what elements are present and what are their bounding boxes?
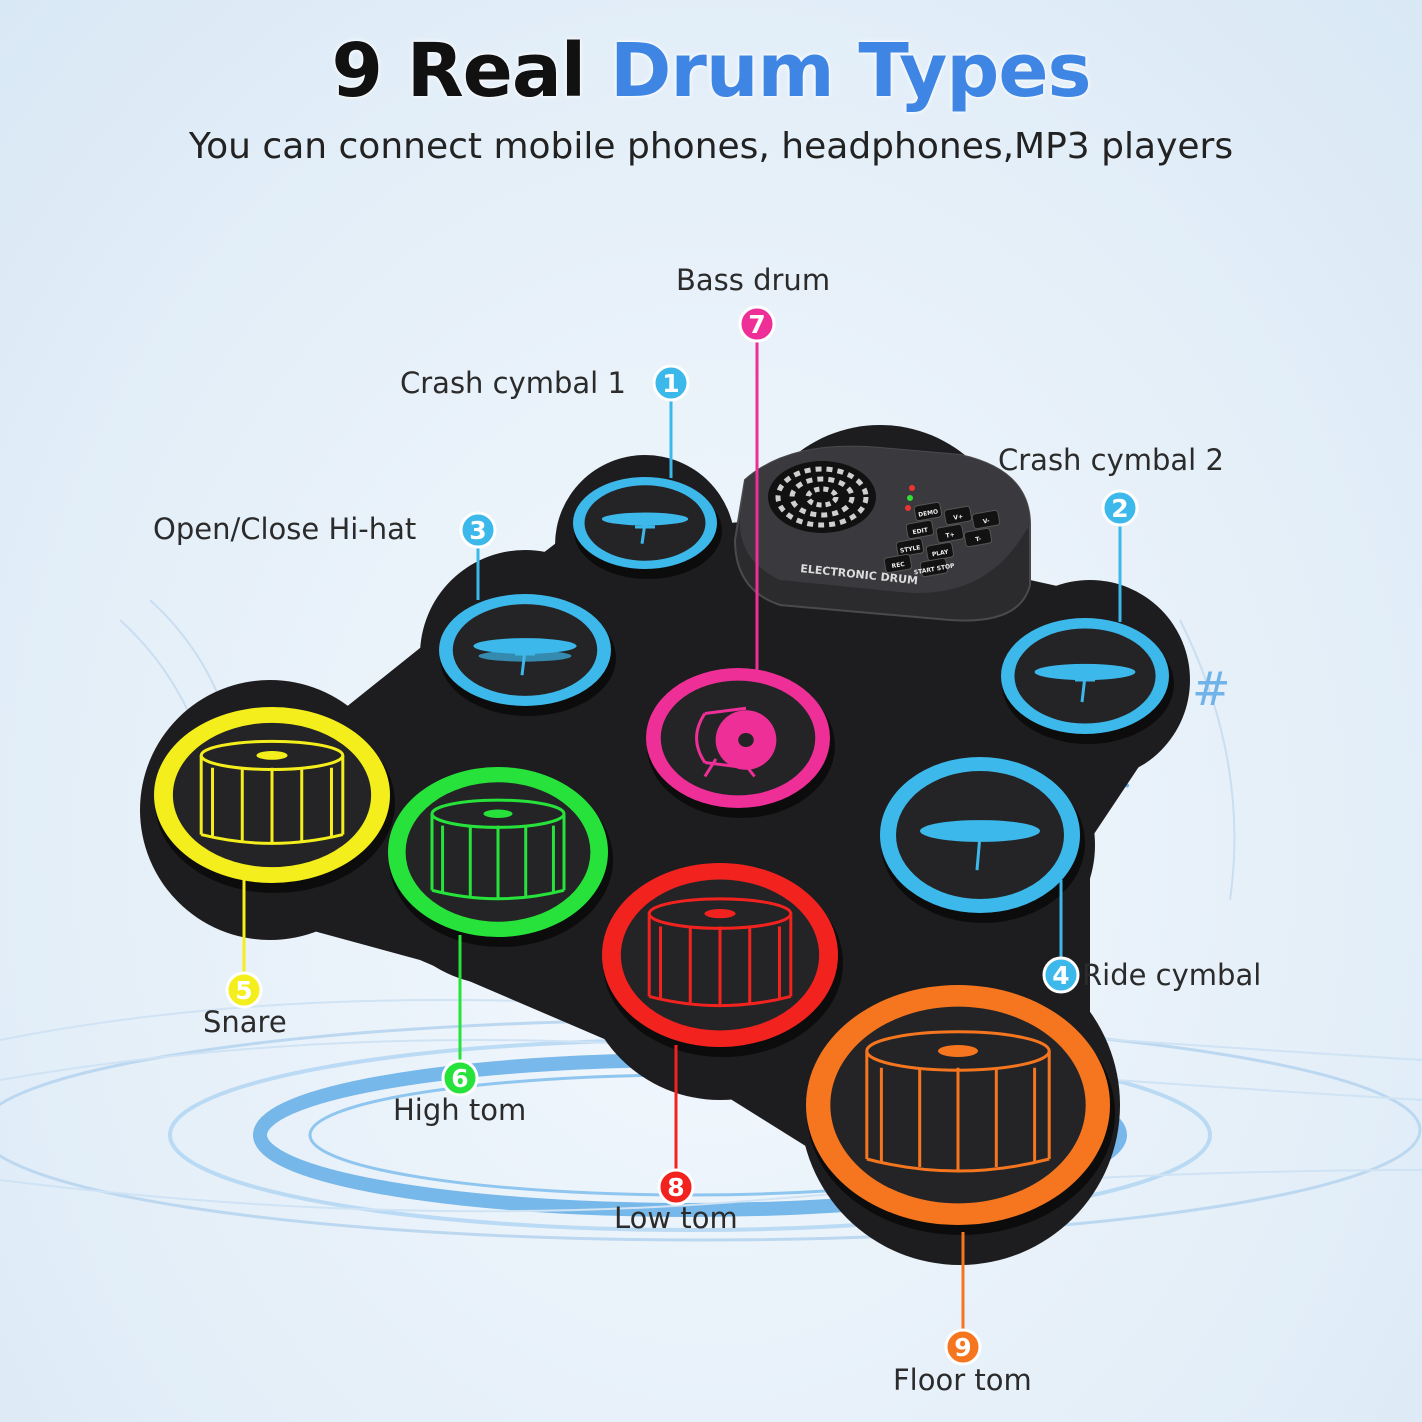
panel-button-10[interactable]: START STOP — [912, 556, 956, 578]
pad-number: 4 — [1052, 961, 1069, 990]
panel-button-label: PLAY — [931, 548, 949, 558]
pad-number: 9 — [954, 1333, 971, 1362]
panel-buttons: DEMO V+ V- EDIT T+ T- STYLE PLAY REC START STOP — [883, 501, 1001, 578]
pad-number-badge: 9 — [944, 1328, 982, 1366]
hihat-icon — [473, 638, 577, 676]
callouts-layer: 1 2 3 4 5 6 7 8 9 — [225, 305, 1139, 1366]
bass-drum-icon — [695, 706, 777, 778]
panel-button-7[interactable]: STYLE — [895, 537, 925, 558]
pad-crash-cymbal-1[interactable] — [573, 477, 722, 579]
tom-drum-icon — [647, 897, 793, 1008]
page-title: 9 Real Drum Types — [0, 28, 1422, 114]
pad-number-badge: 6 — [441, 1059, 479, 1097]
pad-number: 8 — [667, 1173, 684, 1202]
panel-button-label: DEMO — [918, 508, 939, 518]
pad-open-close-hi-hat[interactable] — [439, 594, 616, 716]
status-led-red-2 — [905, 505, 911, 511]
pad-snare[interactable] — [154, 707, 395, 893]
status-led-red — [909, 485, 915, 491]
snare-drum-icon — [199, 739, 345, 845]
pad-number-badge: 8 — [657, 1168, 695, 1206]
pad-number: 5 — [235, 976, 252, 1005]
panel-button-label: V+ — [953, 513, 964, 522]
panel-button-label: STYLE — [899, 544, 921, 554]
pad-number: 7 — [748, 310, 765, 339]
pad-number-badge: 2 — [1101, 489, 1139, 527]
pad-number-badge: 7 — [738, 305, 776, 343]
pad-label: Open/Close Hi-hat — [153, 512, 417, 546]
pad-number: 3 — [469, 516, 486, 545]
panel-button-3[interactable]: V- — [971, 509, 1001, 530]
pad-number: 1 — [662, 369, 679, 398]
panel-button-2[interactable]: V+ — [943, 505, 973, 526]
panel-button-9[interactable]: REC — [883, 553, 913, 574]
status-led-green — [907, 495, 913, 501]
tom-drum-icon — [430, 798, 566, 901]
pad-label: High tom — [393, 1093, 527, 1127]
panel-button-5[interactable]: T+ — [935, 523, 965, 544]
panel-button-label: V- — [982, 517, 990, 525]
pad-number-badge: 3 — [459, 511, 497, 549]
pad-label: Crash cymbal 2 — [998, 443, 1224, 477]
pad-number-badge: 1 — [652, 364, 690, 402]
pad-number-badge: 5 — [225, 971, 263, 1009]
pad-number: 6 — [451, 1064, 468, 1093]
cymbal-icon — [1034, 663, 1136, 703]
pad-label: Snare — [203, 1005, 287, 1039]
panel-button-label: EDIT — [912, 527, 929, 537]
cymbal-icon — [601, 512, 689, 544]
pad-crash-cymbal-2[interactable] — [1001, 618, 1174, 744]
cymbal-icon — [920, 820, 1040, 871]
pad-high-tom[interactable] — [388, 767, 613, 947]
pad-label: Bass drum — [676, 263, 831, 297]
pad-low-tom[interactable] — [602, 863, 843, 1057]
pad-floor-tom[interactable] — [806, 985, 1115, 1235]
panel-button-6[interactable]: T- — [963, 527, 993, 548]
panel-button-label: REC — [891, 561, 906, 570]
panel-button-label: T+ — [945, 531, 955, 539]
pad-label: Low tom — [614, 1201, 738, 1235]
speaker-grille-icon — [768, 461, 876, 533]
pad-label: Ride cymbal — [1082, 958, 1262, 992]
pad-number: 2 — [1111, 494, 1128, 523]
pad-number-badge: 4 — [1042, 956, 1080, 994]
pad-ride-cymbal[interactable] — [880, 757, 1085, 923]
sharp-note-icon: # — [1192, 662, 1231, 716]
panel-button-1[interactable]: DEMO — [913, 501, 943, 522]
floor-tom-icon — [865, 1030, 1051, 1173]
page-subtitle: You can connect mobile phones, headphone… — [188, 126, 1234, 167]
panel-button-label: T- — [975, 535, 982, 543]
pad-bass-drum[interactable] — [646, 668, 835, 818]
title-dark-part: 9 Real — [331, 28, 586, 114]
pad-label: Floor tom — [893, 1363, 1032, 1397]
pad-label: Crash cymbal 1 — [400, 366, 626, 400]
panel-button-4[interactable]: EDIT — [905, 519, 935, 540]
title-accent-part: Drum Types — [609, 28, 1092, 114]
pads-layer — [154, 477, 1174, 1235]
control-panel — [733, 445, 1031, 622]
